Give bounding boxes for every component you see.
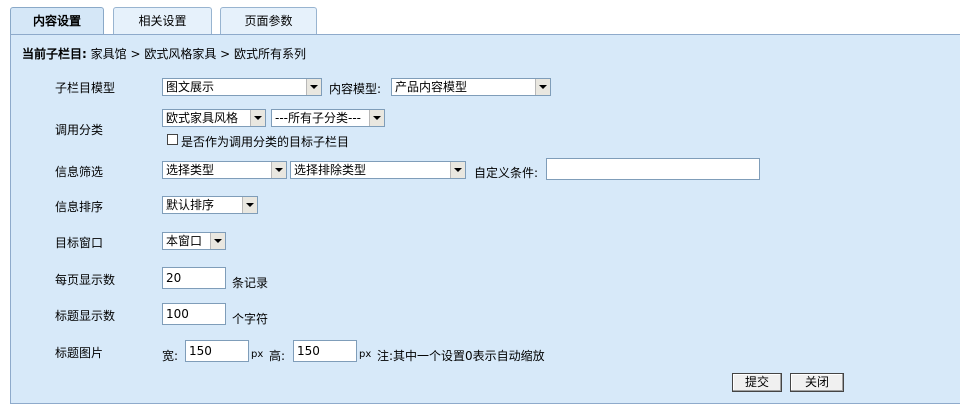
per-page-label: 每页显示数 [55, 273, 116, 287]
submodel-select-value: 图文展示 [166, 80, 215, 94]
title-image-width-input[interactable]: 150 [185, 340, 249, 362]
chevron-down-icon [210, 233, 225, 249]
subcategory-select[interactable]: ---所有子分类--- [271, 109, 385, 127]
sort-label: 信息排序 [55, 200, 104, 214]
sort-select-value: 默认排序 [166, 198, 215, 212]
title-image-height-unit: px [359, 349, 372, 360]
title-count-label: 标题显示数 [55, 309, 116, 323]
sort-select[interactable]: 默认排序 [162, 196, 258, 214]
content-model-select[interactable]: 产品内容模型 [391, 78, 551, 96]
target-subcolumn-checkbox-label: 是否作为调用分类的目标子栏目 [181, 135, 350, 149]
custom-condition-label: 自定义条件: [474, 166, 539, 180]
subcategory-select-value: ---所有子分类--- [275, 111, 361, 125]
submodel-select[interactable]: 图文展示 [162, 78, 322, 96]
filter-type-select[interactable]: 选择类型 [162, 161, 287, 179]
breadcrumb-label: 当前子栏目: [22, 47, 87, 61]
per-page-unit: 条记录 [232, 276, 269, 290]
title-image-height-input[interactable]: 150 [293, 340, 357, 362]
chevron-down-icon [450, 162, 465, 178]
title-image-height-label: 高: [269, 349, 286, 363]
category-label: 调用分类 [55, 123, 104, 137]
chevron-down-icon [250, 110, 265, 126]
target-window-select-value: 本窗口 [166, 234, 203, 248]
filter-type-select-value: 选择类型 [166, 163, 215, 177]
custom-condition-input[interactable] [546, 158, 760, 180]
title-image-label: 标题图片 [55, 346, 104, 360]
target-subcolumn-checkbox[interactable] [167, 134, 178, 145]
title-count-input[interactable]: 100 [162, 303, 226, 325]
filter-label: 信息筛选 [55, 165, 104, 179]
content-model-select-value: 产品内容模型 [395, 80, 468, 94]
breadcrumb: 当前子栏目: 家具馆 > 欧式风格家具 > 欧式所有系列 [22, 45, 306, 62]
chevron-down-icon [306, 79, 321, 95]
tab-content-settings[interactable]: 内容设置 [10, 7, 104, 35]
breadcrumb-path: 家具馆 > 欧式风格家具 > 欧式所有系列 [90, 47, 307, 61]
category-select[interactable]: 欧式家具风格 [162, 109, 266, 127]
title-count-unit: 个字符 [232, 312, 269, 326]
per-page-input[interactable]: 20 [162, 267, 226, 289]
chevron-down-icon [369, 110, 384, 126]
submit-button[interactable]: 提交 [732, 373, 782, 392]
target-window-label: 目标窗口 [55, 236, 104, 250]
chevron-down-icon [242, 197, 257, 213]
category-select-value: 欧式家具风格 [166, 111, 239, 125]
tab-related-settings[interactable]: 相关设置 [113, 7, 212, 34]
title-image-note: 注:其中一个设置0表示自动缩放 [377, 349, 545, 363]
title-image-width-unit: px [251, 349, 264, 360]
submodel-label: 子栏目模型 [55, 81, 116, 95]
close-button[interactable]: 关闭 [790, 373, 844, 392]
content-model-label: 内容模型: [329, 82, 382, 96]
chevron-down-icon [271, 162, 286, 178]
filter-exclude-select[interactable]: 选择排除类型 [290, 161, 466, 179]
target-window-select[interactable]: 本窗口 [162, 232, 226, 250]
tab-page-params[interactable]: 页面参数 [220, 7, 317, 34]
chevron-down-icon [535, 79, 550, 95]
title-image-width-label: 宽: [162, 349, 179, 363]
filter-exclude-select-value: 选择排除类型 [294, 163, 367, 177]
